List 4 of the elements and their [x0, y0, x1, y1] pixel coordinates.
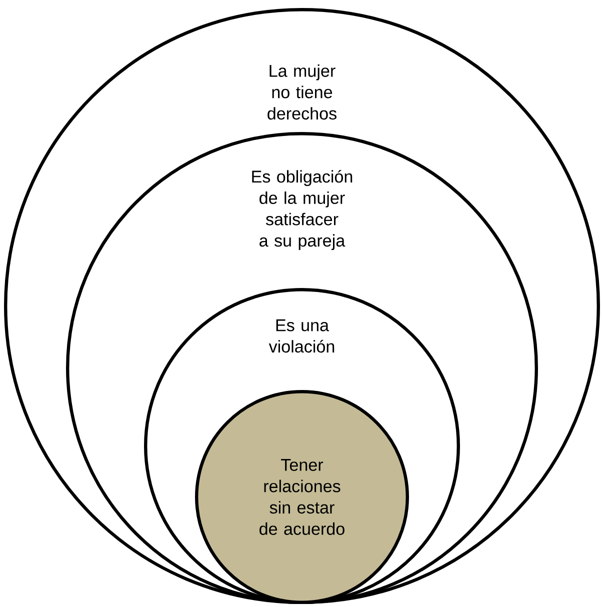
circle-label: Tener relaciones sin estar de acuerdo — [260, 459, 344, 535]
circle-label: Es una violación — [268, 319, 334, 353]
circle-label: Es obligación de la mujer satisfacer a su pareja — [252, 170, 352, 250]
circle-label: La mujer no tiene derechos — [268, 64, 336, 120]
